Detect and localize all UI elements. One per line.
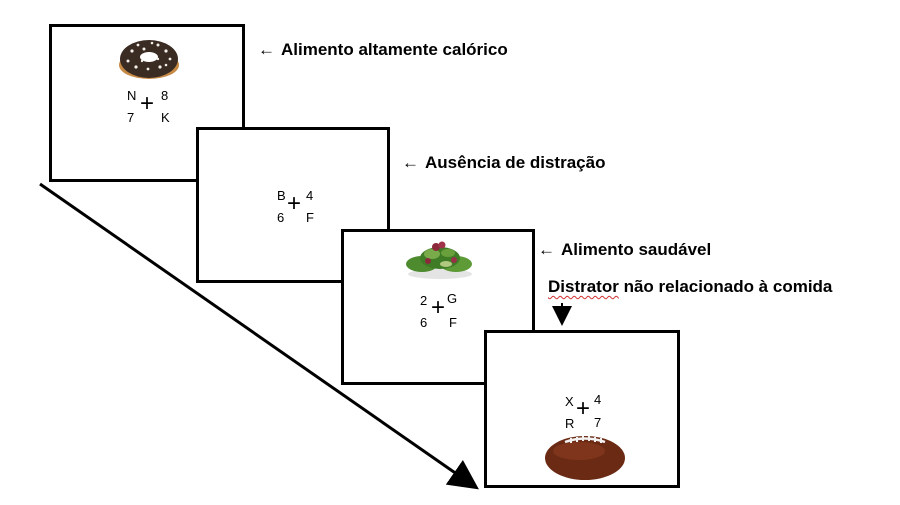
stim-tl: 2 bbox=[420, 293, 428, 308]
label-no-distraction: ← Ausência de distração bbox=[402, 153, 605, 173]
stim-br: F bbox=[306, 210, 314, 225]
stim-tr: 4 bbox=[594, 392, 602, 407]
stim-bl: R bbox=[565, 416, 575, 431]
football-icon bbox=[545, 436, 625, 480]
label-non-food-distractor: Distrator não relacionado à comida bbox=[548, 277, 832, 297]
stim-tl: N bbox=[127, 88, 137, 103]
label-healthy: ← Alimento saudável bbox=[538, 240, 711, 260]
panel-high-calorie: N 8 + 7 K bbox=[49, 24, 245, 182]
stim-tr: 8 bbox=[161, 88, 169, 103]
left-arrow-icon: ← bbox=[538, 240, 555, 259]
salad-icon bbox=[406, 241, 472, 279]
left-arrow-icon: ← bbox=[402, 153, 419, 172]
label-text: Alimento altamente calórico bbox=[281, 40, 508, 59]
stim-br: K bbox=[161, 110, 170, 125]
stim-bl: 6 bbox=[277, 210, 285, 225]
time-arrow bbox=[39, 182, 479, 490]
stim-tl: B bbox=[277, 188, 286, 203]
panel-no-distraction: B 4 + 6 F bbox=[196, 127, 390, 283]
stim-tl: X bbox=[565, 394, 574, 409]
stim-bl: 7 bbox=[127, 110, 135, 125]
stim-tr: G bbox=[447, 291, 458, 306]
stimulus-grid-2: B 4 + 6 F bbox=[250, 188, 330, 228]
fixation-cross: + bbox=[576, 395, 591, 422]
donut-icon bbox=[119, 40, 179, 79]
label-text: não relacionado à comida bbox=[623, 277, 833, 296]
label-high-calorie: ← Alimento altamente calórico bbox=[258, 40, 508, 60]
left-arrow-icon: ← bbox=[258, 40, 275, 59]
stim-bl: 6 bbox=[420, 315, 428, 330]
label-word-distrator: Distrator bbox=[548, 277, 619, 296]
stim-tr: 4 bbox=[306, 188, 314, 203]
stimulus-grid-4: X 4 + R 7 bbox=[549, 391, 629, 431]
label-text: Alimento saudável bbox=[561, 240, 712, 259]
fixation-cross: + bbox=[140, 90, 155, 117]
stimulus-grid-3: 2 G + 6 F bbox=[398, 292, 478, 332]
fixation-cross: + bbox=[287, 190, 302, 217]
stimulus-grid-1: N 8 + 7 K bbox=[108, 87, 188, 127]
label-text: Ausência de distração bbox=[425, 153, 606, 172]
stim-br: 7 bbox=[594, 415, 602, 430]
stim-br: F bbox=[449, 315, 457, 330]
panel-non-food-distractor: X 4 + R 7 bbox=[484, 330, 680, 488]
fixation-cross: + bbox=[431, 294, 446, 321]
